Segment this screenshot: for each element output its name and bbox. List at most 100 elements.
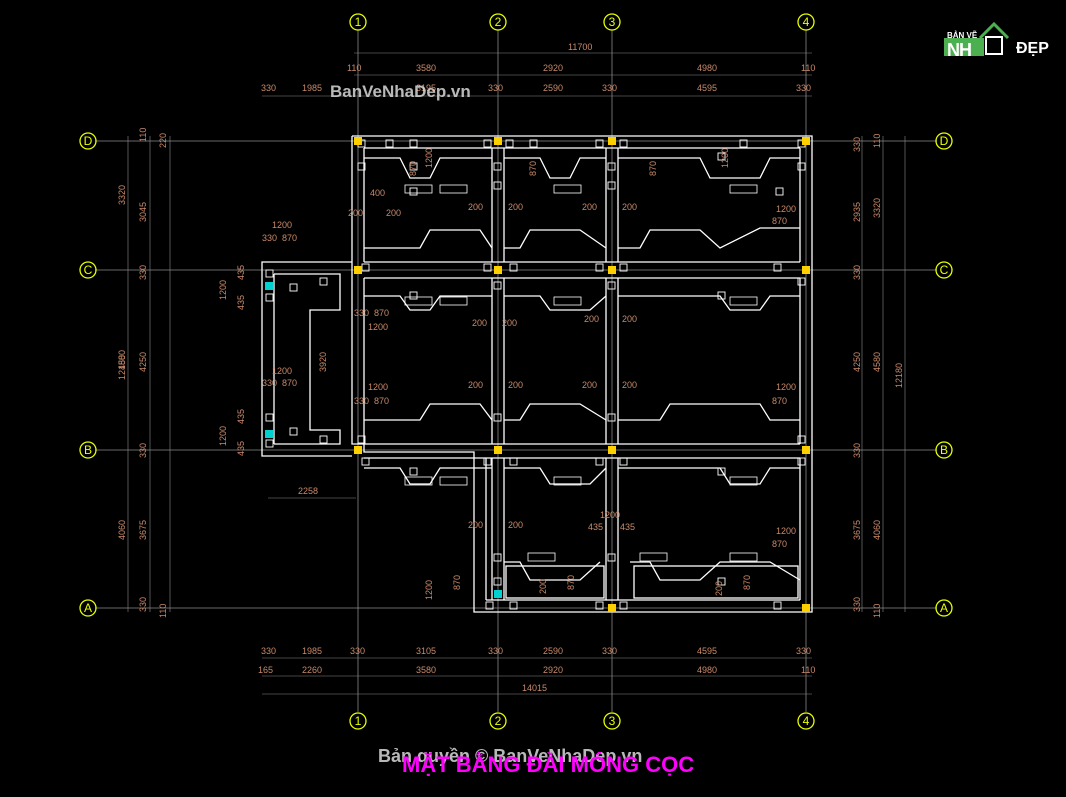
dim-top-r1-0: 110 xyxy=(347,63,361,73)
svg-text:200: 200 xyxy=(472,318,487,328)
dim-bot-r2-1: 2260 xyxy=(302,665,322,675)
axis-label-left-d: D xyxy=(84,134,93,148)
dim-top-r1-4: 110 xyxy=(801,63,815,73)
logo-big2-text: ĐẸP xyxy=(1016,40,1049,57)
svg-text:200: 200 xyxy=(622,380,637,390)
dim-bot-r2-5: 110 xyxy=(801,665,815,675)
dim-right-inner-1: 330 xyxy=(852,137,862,152)
svg-text:200: 200 xyxy=(508,202,523,212)
svg-text:200: 200 xyxy=(584,314,599,324)
dim-right-outer-1: 4580 xyxy=(872,352,882,372)
svg-text:400: 400 xyxy=(370,188,385,198)
dim-right-outer-2: 4060 xyxy=(872,520,882,540)
left-dimensions: 3320 4580 4060 12180 110 220 3045 330 42… xyxy=(117,128,328,618)
dim-bot-r1-7: 4595 xyxy=(697,646,717,656)
axis-label-right-c: C xyxy=(940,263,949,277)
dim-left-inner-0: 110 xyxy=(138,128,148,142)
svg-text:870: 870 xyxy=(772,216,787,226)
dim-left-inner-7: 330 xyxy=(138,597,148,612)
svg-text:200: 200 xyxy=(508,380,523,390)
svg-text:1200: 1200 xyxy=(272,366,292,376)
svg-text:435: 435 xyxy=(236,265,246,280)
svg-text:870: 870 xyxy=(374,396,389,406)
cyan-columns xyxy=(265,282,502,598)
drawing-title: MẶT BẰNG ĐÀI MÓNG CỌC xyxy=(402,752,695,777)
dim-left-outer-2: 4060 xyxy=(117,520,127,540)
dim-bot-r1-0: 330 xyxy=(261,646,276,656)
svg-text:435: 435 xyxy=(620,522,635,532)
svg-text:200: 200 xyxy=(538,579,548,594)
svg-text:1200: 1200 xyxy=(600,510,620,520)
axis-labels: 1 2 3 4 1 2 3 4 D C B A D C B A xyxy=(84,15,949,728)
svg-text:870: 870 xyxy=(408,161,418,176)
house-icon xyxy=(944,21,1010,56)
dim-left-inner-8: 110 xyxy=(158,604,168,618)
svg-text:870: 870 xyxy=(452,575,462,590)
dim-left-inner-6: 3675 xyxy=(138,520,148,540)
dim-bot-r2-3: 2920 xyxy=(543,665,563,675)
svg-text:435: 435 xyxy=(588,522,603,532)
svg-text:1200: 1200 xyxy=(272,220,292,230)
dim-bot-total: 14015 xyxy=(522,683,547,693)
dim-top-r2-1: 1985 xyxy=(302,83,322,93)
dim-bot-r2-0: 165 xyxy=(258,665,273,675)
svg-text:1200: 1200 xyxy=(424,148,434,168)
svg-text:870: 870 xyxy=(772,539,787,549)
svg-text:1200: 1200 xyxy=(720,148,730,168)
svg-text:1200: 1200 xyxy=(776,526,796,536)
dim-3920: 3920 xyxy=(318,352,328,372)
axis-label-top-4: 4 xyxy=(803,15,810,29)
svg-text:200: 200 xyxy=(386,208,401,218)
brand-logo: BẢN VẼ NH ĐẸP xyxy=(944,10,1056,62)
dim-bot-r1-8: 330 xyxy=(796,646,811,656)
svg-text:200: 200 xyxy=(622,202,637,212)
dim-top-r2-2: 3195 xyxy=(416,83,436,93)
logo-big-text: NH xyxy=(947,40,972,60)
dim-left-inner-1: 220 xyxy=(158,133,168,148)
dim-bot-r2-2: 3580 xyxy=(416,665,436,675)
dimension-lines xyxy=(127,52,906,695)
svg-text:330: 330 xyxy=(354,396,369,406)
dim-bot-r1-3: 3105 xyxy=(416,646,436,656)
dim-top-r1-1: 3580 xyxy=(416,63,436,73)
dim-bot-r1-4: 330 xyxy=(488,646,503,656)
svg-text:435: 435 xyxy=(236,441,246,456)
dim-right-total: 12180 xyxy=(894,363,904,388)
foundation-outline xyxy=(261,135,813,613)
svg-text:200: 200 xyxy=(714,581,724,596)
columns xyxy=(354,137,810,612)
svg-text:200: 200 xyxy=(348,208,363,218)
top-dimensions: 11700 110 3580 2920 4980 110 330 1985 31… xyxy=(261,42,815,93)
dim-bot-r1-6: 330 xyxy=(602,646,617,656)
dim-left-inner-3: 330 xyxy=(138,265,148,280)
svg-text:1200: 1200 xyxy=(218,426,228,446)
dim-right-inner-3: 330 xyxy=(852,265,862,280)
svg-text:1200: 1200 xyxy=(424,580,434,600)
svg-text:435: 435 xyxy=(236,409,246,424)
svg-text:870: 870 xyxy=(528,161,538,176)
dim-bot-r2-4: 4980 xyxy=(697,665,717,675)
svg-text:435: 435 xyxy=(236,295,246,310)
dim-right-inner-2: 2935 xyxy=(852,202,862,222)
svg-text:870: 870 xyxy=(648,161,658,176)
svg-text:200: 200 xyxy=(468,380,483,390)
right-dimensions: 3320 4580 4060 12180 110 330 2935 330 42… xyxy=(852,134,904,618)
svg-text:1200: 1200 xyxy=(776,204,796,214)
svg-text:1200: 1200 xyxy=(368,322,388,332)
dim-left-outer-1: 4580 xyxy=(117,350,127,370)
svg-text:1200: 1200 xyxy=(368,382,388,392)
dim-top-r2-4: 2590 xyxy=(543,83,563,93)
bottom-dimensions: 330 1985 330 3105 330 2590 330 4595 330 … xyxy=(258,486,815,693)
dim-bot-r1-2: 330 xyxy=(350,646,365,656)
axis-label-top-3: 3 xyxy=(609,15,616,29)
axis-label-bottom-4: 4 xyxy=(803,714,810,728)
watermark-top: BanVeNhaDep.vn xyxy=(330,82,471,101)
svg-text:870: 870 xyxy=(282,233,297,243)
svg-text:870: 870 xyxy=(772,396,787,406)
svg-text:870: 870 xyxy=(282,378,297,388)
axis-bubbles xyxy=(79,13,953,730)
cell-dimensions: 1200 870 870 870 1200 400 200 200 200 20… xyxy=(218,148,796,600)
svg-text:200: 200 xyxy=(508,520,523,530)
axis-label-right-d: D xyxy=(940,134,949,148)
